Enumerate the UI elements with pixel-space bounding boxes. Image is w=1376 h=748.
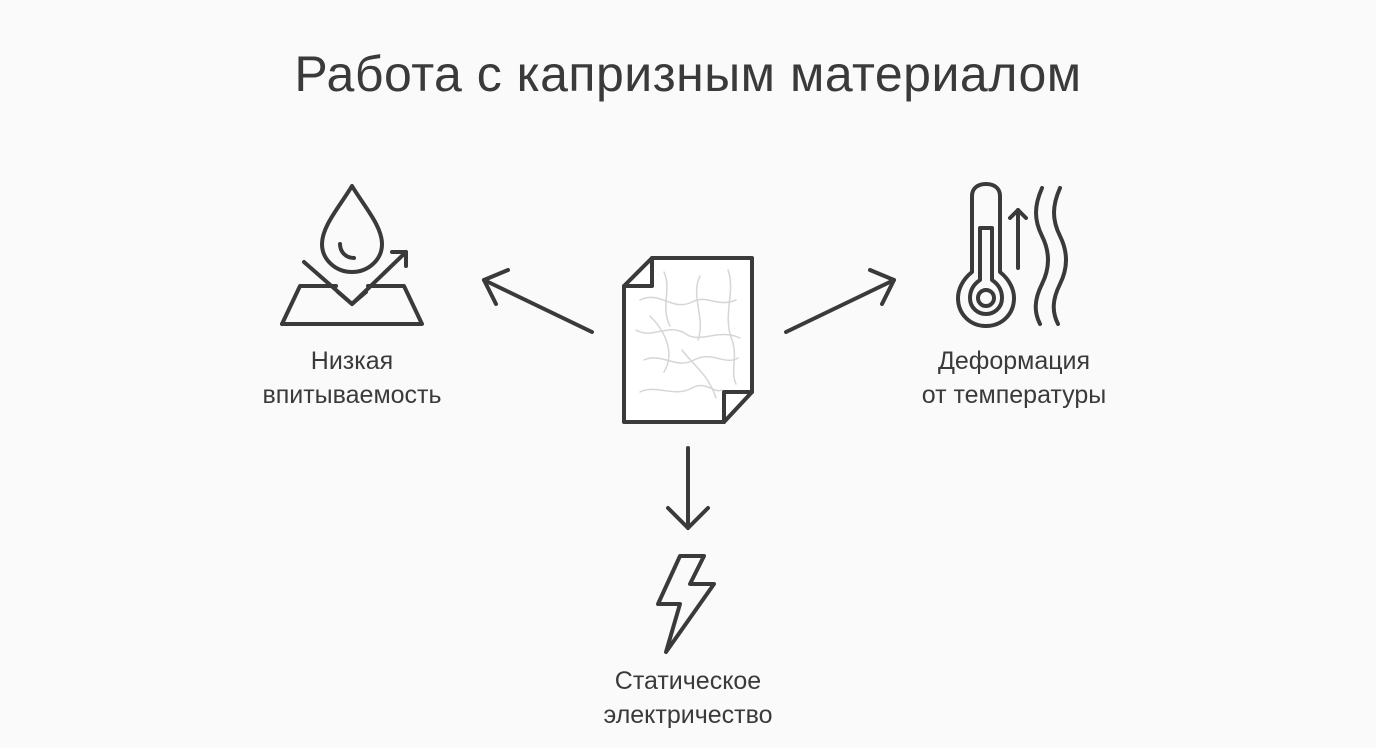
arrow-to-left: [482, 268, 594, 334]
page-title: Работа с капризным материалом: [294, 46, 1082, 102]
paper-sheet-icon: [622, 256, 754, 424]
label-line: от температуры: [921, 381, 1107, 409]
arrow-to-bottom: [666, 446, 710, 530]
thermometer-heat-icon: [956, 182, 1068, 328]
label-static-electricity: Статическое электричество: [528, 664, 848, 732]
label-temperature-deformation: Деформация от температуры: [854, 344, 1174, 412]
lightning-icon: [656, 554, 716, 654]
label-line: Статическое: [614, 667, 762, 695]
label-line: электричество: [603, 701, 773, 729]
label-line: впитываемость: [262, 381, 442, 409]
label-line: Деформация: [937, 347, 1091, 375]
water-drop-repel-icon: [280, 184, 424, 326]
label-low-absorbency: Низкая впитываемость: [192, 344, 512, 412]
label-line: Низкая: [310, 347, 394, 375]
arrow-to-right: [784, 268, 896, 334]
